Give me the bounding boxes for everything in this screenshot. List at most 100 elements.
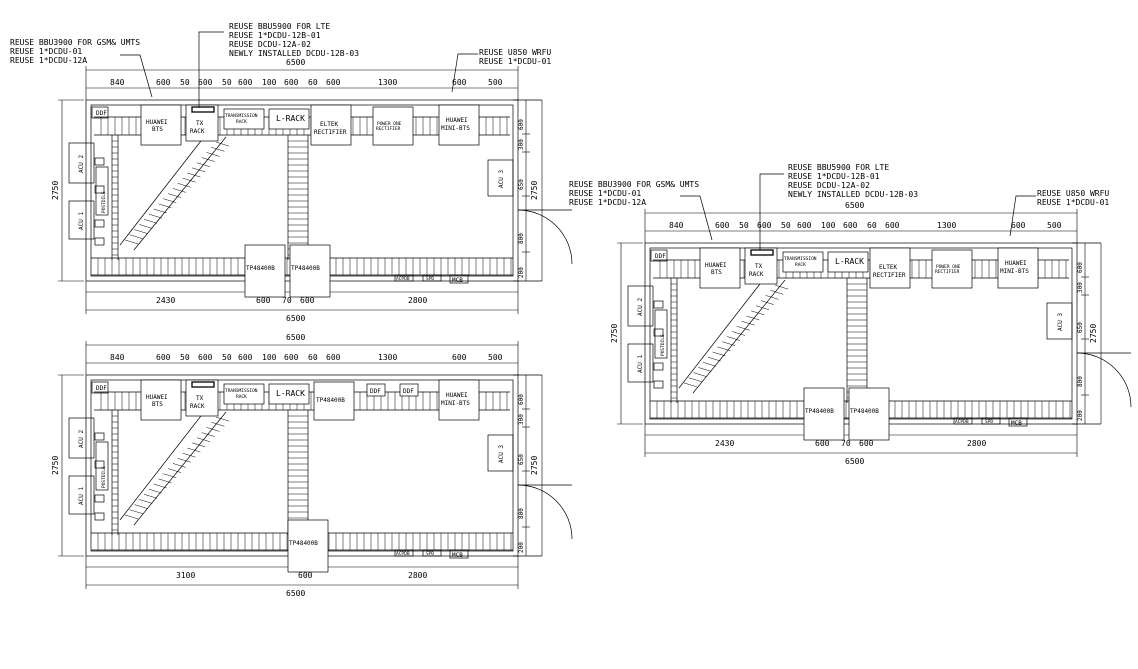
ladder-rung xyxy=(192,167,206,173)
huawei-mini-label: HUAWEI xyxy=(1005,260,1027,267)
dim-top-segment: 100 xyxy=(262,353,277,362)
dim-right-4: 200 xyxy=(1077,410,1084,421)
spd-label: SPD xyxy=(985,419,993,425)
note-line: REUSE 1*DCDU-12A xyxy=(10,56,87,65)
tp48400b-label-1: TP48400B xyxy=(246,265,275,272)
dim-right-4: 200 xyxy=(518,267,525,278)
dim-top-segment: 600 xyxy=(326,78,341,87)
ddf-label: DDF xyxy=(96,385,107,392)
spd-label: SPD xyxy=(426,276,434,282)
dim-bottom-0: 3100 xyxy=(176,571,195,580)
huawei-mini-label: HUAWEI xyxy=(446,117,468,124)
dim-top-segment: 600 xyxy=(156,353,171,362)
dim-top-segment: 500 xyxy=(1047,221,1062,230)
tx-rack-label: TX xyxy=(755,263,763,270)
power-one-label: POWER ONE xyxy=(377,121,402,127)
ladder-rung xyxy=(192,442,206,448)
dim-top-segment: 600 xyxy=(715,221,730,230)
dim-right-2: 650 xyxy=(518,179,525,190)
ladder-rung xyxy=(139,499,153,504)
note-line: REUSE U850 WRFU xyxy=(1037,189,1109,198)
note-line: REUSE 1*DCDU-01 xyxy=(569,189,641,198)
dim-right-1: 300 xyxy=(1077,282,1084,293)
dim-top-segment: 600 xyxy=(238,353,253,362)
note-line: REUSE 1*DCDU-12B-01 xyxy=(229,31,321,40)
huawei-mini-label-2: MINI-BTS xyxy=(441,400,470,407)
ladder-rung xyxy=(760,300,774,305)
ladder-rung xyxy=(134,504,148,509)
note-line: REUSE 1*DCDU-12B-01 xyxy=(788,172,880,181)
dim-bottom-1: 600 xyxy=(256,296,271,305)
eltek-label: ELTEK xyxy=(320,121,338,128)
l-rack-label: L-RACK xyxy=(276,114,305,123)
tp48400b-label-2: TP48400B xyxy=(850,408,879,415)
dim-bottom-4: 2800 xyxy=(408,296,427,305)
ladder-rung xyxy=(206,427,220,432)
note-line: REUSE U850 WRFU xyxy=(479,48,551,57)
ladder-rung xyxy=(187,172,201,178)
tp48400b-label-2: TP48400B xyxy=(291,265,320,272)
huawei-bts-label-2: BTS xyxy=(152,401,163,408)
note-line: REUSE BBU5900 FOR LTE xyxy=(229,22,330,31)
huawei-bts-label: HUAWEI xyxy=(146,119,168,126)
note-line: REUSE DCDU-12A-02 xyxy=(788,181,870,190)
ladder-rung xyxy=(177,183,191,188)
ddf-label-3: DDF xyxy=(403,388,414,395)
tx-rack-label-2: RACK xyxy=(190,128,205,135)
dim-top-segment: 600 xyxy=(198,353,213,362)
spd-label: SPD xyxy=(426,551,434,557)
note-line: REUSE 1*DCDU-01 xyxy=(479,57,551,66)
ladder-rung xyxy=(168,193,182,198)
power-one-label: POWER ONE xyxy=(936,264,961,270)
tp48400b-label-1: TP48400B xyxy=(805,408,834,415)
huawei-bts-label-2: BTS xyxy=(711,269,722,276)
dim-top-segment: 50 xyxy=(180,353,190,362)
ladder-rung xyxy=(741,320,755,326)
dim-top-segment: 600 xyxy=(757,221,772,230)
note-u850-c: REUSE U850 WRFU REUSE 1*DCDU-01 xyxy=(1037,189,1109,207)
dim-bottom-2: 70 xyxy=(841,439,851,448)
dim-top-segment: 600 xyxy=(452,353,467,362)
ladder-rung xyxy=(211,147,225,152)
dim-top-segment: 600 xyxy=(797,221,812,230)
ladder-rung xyxy=(124,239,138,245)
eltek-label-2: RECTIFIER xyxy=(314,129,347,136)
ladder-rung xyxy=(129,234,143,239)
acu-3-label: ACU 3 xyxy=(498,170,505,188)
ddf-label: DDF xyxy=(96,110,107,117)
note-line: REUSE 1*DCDU-01 xyxy=(10,47,82,56)
dim-right-height: 2750 xyxy=(530,181,539,200)
dim-right-2: 650 xyxy=(1077,322,1084,333)
dim-top-segment: 50 xyxy=(222,353,232,362)
floor-plan-a: DDF HUAWEI BTS TX RACK TRANSMISSION RACK… xyxy=(51,58,573,323)
postdile-label: POSTDILE xyxy=(660,334,666,356)
dim-top-segment: 600 xyxy=(452,78,467,87)
floor-plan-c: DDF HUAWEI BTS TX RACK TRANSMISSION RACK… xyxy=(610,201,1132,466)
dim-top-segment: 50 xyxy=(180,78,190,87)
dim-right-1: 300 xyxy=(518,139,525,150)
huawei-mini-label: HUAWEI xyxy=(446,392,468,399)
ladder-rung xyxy=(201,432,215,437)
ddf-label: DDF xyxy=(655,253,666,260)
dim-top-segment: 100 xyxy=(821,221,836,230)
dim-bottom-3: 600 xyxy=(859,439,874,448)
note-line: REUSE BBU5900 FOR LTE xyxy=(788,163,889,172)
ladder-rung xyxy=(168,468,182,473)
ladder-rung xyxy=(698,367,712,372)
dim-bottom-2: 70 xyxy=(282,296,292,305)
dim-top-total: 6500 xyxy=(845,201,864,210)
dim-right-height: 2750 xyxy=(1089,324,1098,343)
note-bbu5900-a: REUSE BBU5900 FOR LTE REUSE 1*DCDU-12B-0… xyxy=(229,22,359,58)
transmission-rack-label: TRANSMISSION xyxy=(784,256,817,262)
ladder-rung xyxy=(722,341,736,346)
dim-top-segment: 600 xyxy=(326,353,341,362)
acu-1-label: ACU 1 xyxy=(78,212,85,230)
acpdb-label: ACPDB xyxy=(955,419,969,425)
acu-2-label: ACU 2 xyxy=(78,155,85,173)
ladder-rung xyxy=(731,331,745,336)
ladder-rung xyxy=(727,336,741,341)
tp48400b-label-bottom: TP48400B xyxy=(289,540,318,547)
ddf-label-2: DDF xyxy=(370,388,381,395)
